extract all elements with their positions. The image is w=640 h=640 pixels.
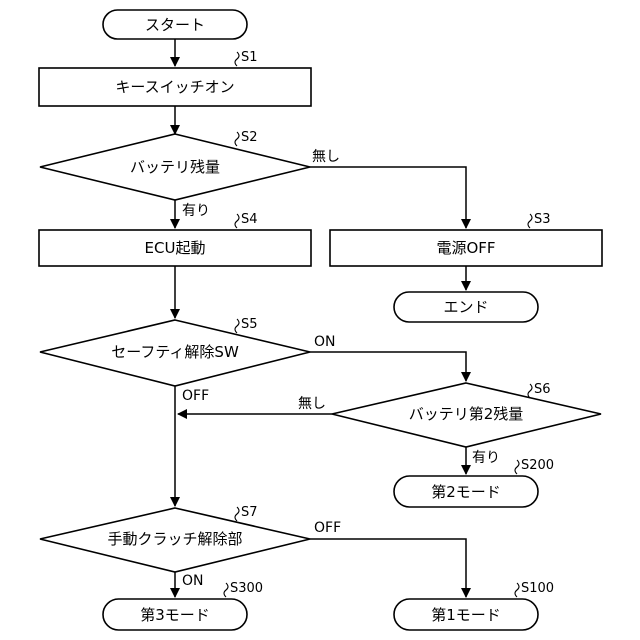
s2-leader: [235, 132, 239, 146]
s4-label: ECU起動: [145, 239, 206, 257]
s7-leader: [235, 507, 239, 521]
s6-label: バッテリ第2残量: [409, 405, 524, 423]
s100-label: 第1モード: [431, 606, 501, 624]
s3-tag: S3: [534, 212, 551, 227]
step-s4-process: ECU起動: [39, 230, 311, 266]
s4-leader: [235, 214, 239, 228]
s100-leader: [515, 583, 519, 597]
s7-label: 手動クラッチ解除部: [107, 530, 242, 548]
edge-label-s6-yes: 有り: [472, 450, 500, 466]
s5-tag: S5: [241, 317, 258, 332]
edge-label-s5-on: ON: [314, 334, 336, 350]
step-s6-decision: バッテリ第2残量: [332, 383, 601, 447]
s1-label: キースイッチオン: [115, 78, 234, 96]
edge-label-s5-off: OFF: [182, 388, 209, 404]
s100-tag: S100: [521, 581, 554, 596]
s2-tag: S2: [241, 130, 258, 145]
s4-tag: S4: [241, 212, 258, 227]
s6-leader: [528, 384, 532, 398]
s300-tag: S300: [230, 581, 263, 596]
s200-leader: [515, 460, 519, 474]
s100-mode-node: 第1モード: [394, 599, 538, 630]
edge-label-s2-yes: 有り: [182, 203, 210, 219]
start-label: スタート: [145, 16, 205, 34]
s5-label: セーフティ解除SW: [111, 343, 239, 361]
s200-tag: S200: [521, 458, 554, 473]
step-s7-decision: 手動クラッチ解除部: [40, 508, 310, 572]
arrow-s7-to-s100: [310, 539, 466, 597]
edge-label-s2-none: 無し: [312, 149, 340, 165]
s200-label: 第2モード: [431, 483, 501, 501]
s300-mode-node: 第3モード: [103, 599, 247, 630]
step-s1-process: キースイッチオン: [39, 68, 311, 106]
step-tags: S1 S2 S3 S4 S5 S6 S7 S300 S200 S100: [224, 50, 554, 597]
s1-tag: S1: [241, 50, 258, 65]
s3-label: 電源OFF: [436, 239, 495, 257]
s300-leader: [224, 583, 228, 597]
s300-label: 第3モード: [140, 606, 210, 624]
s1-leader: [235, 52, 239, 66]
end-label: エンド: [443, 298, 488, 316]
edge-label-s7-off: OFF: [314, 520, 341, 536]
arrow-s5-to-s6: [310, 352, 466, 381]
s7-tag: S7: [241, 505, 258, 520]
start-node: スタート: [103, 10, 247, 39]
s200-mode-node: 第2モード: [394, 476, 538, 507]
s5-leader: [235, 319, 239, 333]
s6-tag: S6: [534, 382, 551, 397]
step-s2-decision: バッテリ残量: [40, 134, 310, 200]
edge-label-s7-on: ON: [182, 573, 204, 589]
step-s5-decision: セーフティ解除SW: [40, 320, 310, 386]
s2-label: バッテリ残量: [130, 158, 220, 176]
end-node: エンド: [394, 292, 538, 322]
step-s3-process: 電源OFF: [330, 230, 602, 266]
s3-leader: [528, 214, 532, 228]
edge-label-s6-none: 無し: [298, 396, 326, 412]
arrow-s2-to-s3: [310, 167, 466, 228]
